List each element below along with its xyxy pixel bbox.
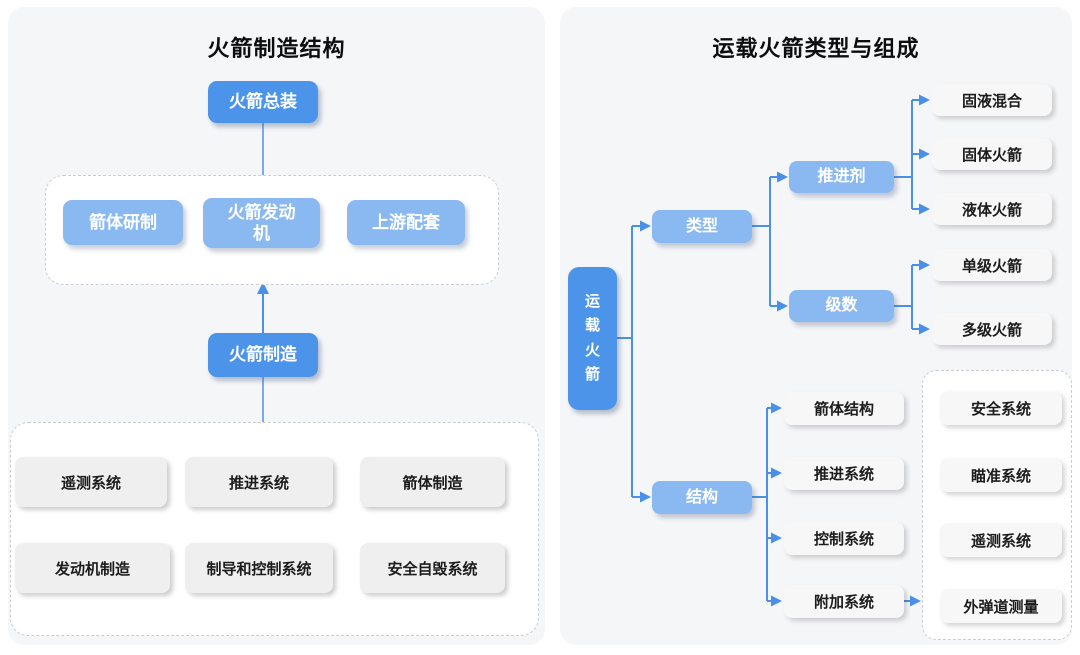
leaf-guidance-control-system: 制导和控制系统 <box>185 543 333 593</box>
leaf-safety-system: 安全系统 <box>940 391 1062 425</box>
left-panel-title: 火箭制造结构 <box>207 36 346 61</box>
leaf-body-manufacturing: 箭体制造 <box>360 457 505 507</box>
node-body-development: 箭体研制 <box>63 200 183 245</box>
leaf-control-system: 控制系统 <box>784 522 904 555</box>
node-upstream-supporting: 上游配套 <box>347 200 465 245</box>
leaf-external-trajectory-measurement: 外弹道测量 <box>940 589 1062 623</box>
node-type: 类型 <box>652 210 752 243</box>
node-structure: 结构 <box>652 481 752 514</box>
leaf-self-destruct-system: 安全自毁系统 <box>360 543 505 593</box>
leaf-engine-manufacturing: 发动机制造 <box>15 543 170 593</box>
panel-launch-vehicle-types: 运载火箭类型与组成 运载火箭 类型 推进剂 级数 结构 固液混合 固体火箭 液体… <box>560 7 1072 645</box>
leaf-single-stage-rocket: 单级火箭 <box>932 249 1052 281</box>
leaf-propulsion-system: 推进系统 <box>185 457 333 507</box>
node-rocket-engine: 火箭发动机 <box>203 198 320 248</box>
node-propellant: 推进剂 <box>789 161 894 193</box>
panel-rocket-manufacturing: 火箭制造结构 火箭总装 箭体研制 火箭发动机 上游配套 火箭制造 遥测系统 推进… <box>8 7 545 645</box>
leaf-aiming-system: 瞄准系统 <box>940 458 1062 492</box>
leaf-multi-stage-rocket: 多级火箭 <box>932 313 1052 345</box>
leaf-solid-rocket: 固体火箭 <box>932 138 1052 170</box>
leaf-telemetry-system: 遥测系统 <box>940 523 1062 557</box>
node-launch-vehicle-root: 运载火箭 <box>568 267 617 410</box>
leaf-liquid-rocket: 液体火箭 <box>932 193 1052 225</box>
leaf-telemetry-system: 遥测系统 <box>15 457 167 507</box>
node-rocket-manufacturing: 火箭制造 <box>208 333 318 377</box>
leaf-propulsion-system: 推进系统 <box>784 457 904 490</box>
node-rocket-assembly: 火箭总装 <box>208 81 318 123</box>
node-stages: 级数 <box>789 290 894 322</box>
factory-group-container <box>10 422 539 636</box>
leaf-body-structure: 箭体结构 <box>784 392 904 425</box>
right-panel-title: 运载火箭类型与组成 <box>712 36 920 61</box>
leaf-solid-liquid-hybrid: 固液混合 <box>932 84 1052 116</box>
leaf-additional-system: 附加系统 <box>784 585 904 618</box>
